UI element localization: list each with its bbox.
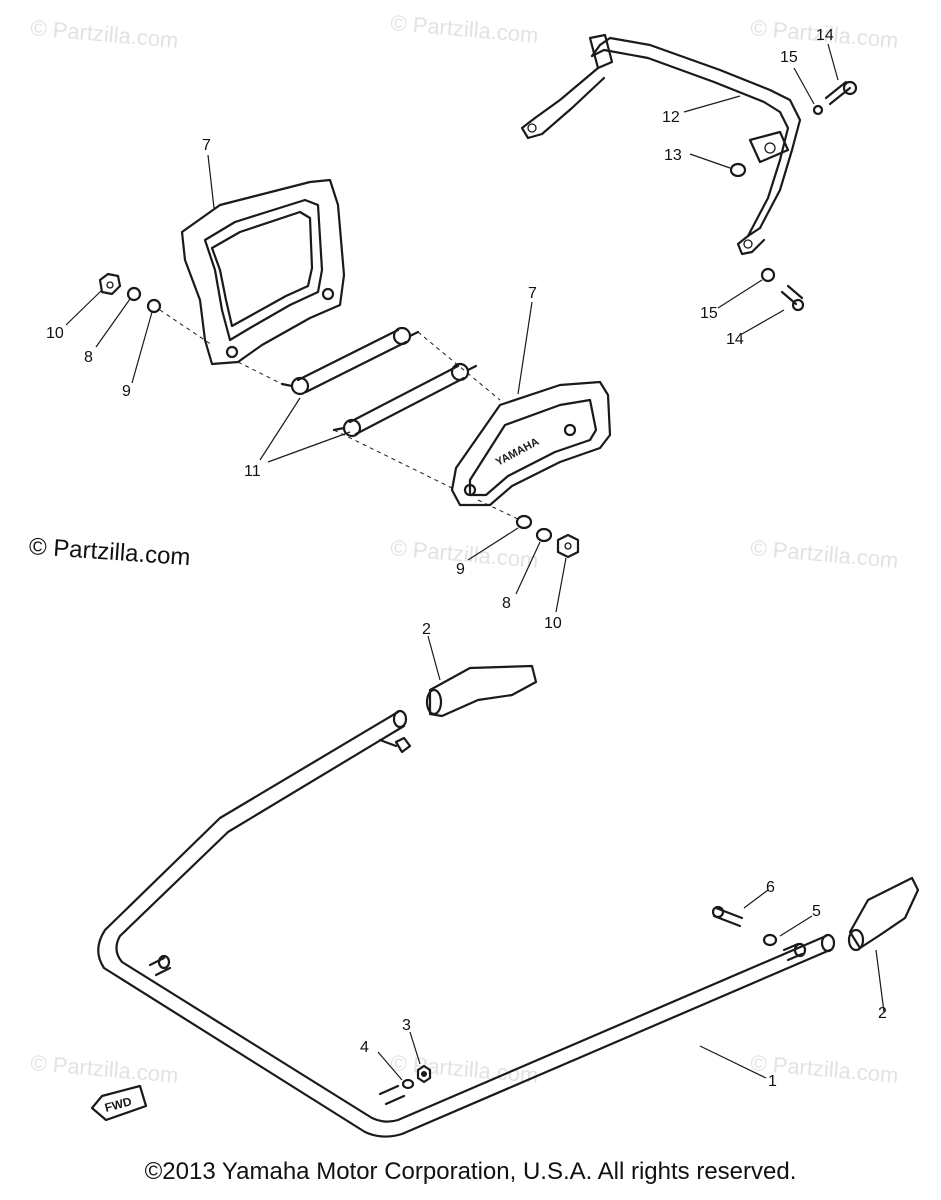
- callout-3: 3: [402, 1017, 411, 1034]
- callout-numbers: 7 7 10 8 9 11 9 8 10 12 13 15 14 15 14 2…: [46, 27, 887, 1090]
- callout-7-lower: 7: [528, 285, 537, 302]
- stud-rods-part-11: [280, 326, 478, 438]
- grip-part-2-lower: [847, 876, 920, 952]
- washer-part-4: [401, 1078, 415, 1090]
- faint-watermark: © Partzilla.com: [390, 10, 540, 48]
- faint-watermark: © Partzilla.com: [30, 15, 180, 53]
- main-frame-part-1: [97, 709, 836, 1138]
- assembly-dashed-lines: [159, 309, 521, 521]
- callout-14-upper: 14: [816, 27, 834, 44]
- callout-1: 1: [768, 1073, 777, 1090]
- bolt-part-14-lower: [760, 267, 805, 312]
- nut-washer-set-right: [515, 514, 580, 559]
- mount-bracket-part-7-lower: YAMAHA: [450, 380, 612, 507]
- grip-part-2-upper: [425, 664, 538, 718]
- fwd-label: FWD: [103, 1094, 133, 1115]
- copyright-notice: ©2013 Yamaha Motor Corporation, U.S.A. A…: [144, 1158, 797, 1185]
- nut-washer-set-left: [98, 272, 162, 314]
- nut-part-3: [416, 1064, 432, 1084]
- callout-13: 13: [664, 147, 682, 164]
- callout-14-lower: 14: [726, 331, 744, 348]
- callout-2-lower: 2: [878, 1005, 887, 1022]
- callout-11: 11: [244, 463, 261, 480]
- callout-15-upper: 15: [780, 49, 798, 66]
- callout-15-lower: 15: [700, 305, 718, 322]
- bolt-part-6: [711, 905, 744, 928]
- callout-5: 5: [812, 903, 821, 920]
- leader-lines: [65, 43, 885, 1081]
- callout-8-left: 8: [84, 349, 93, 366]
- callout-9-left: 9: [122, 383, 131, 400]
- callout-7-upper: 7: [202, 137, 211, 154]
- callout-8-right: 8: [502, 595, 511, 612]
- callout-4: 4: [360, 1039, 369, 1056]
- callout-2-upper: 2: [422, 621, 431, 638]
- callout-6: 6: [766, 879, 775, 896]
- mount-bracket-part-7-upper: [180, 178, 346, 366]
- handle-bar-part-12: [520, 33, 802, 256]
- faint-watermark: © Partzilla.com: [750, 535, 900, 573]
- callout-12: 12: [662, 109, 680, 126]
- callout-10-right: 10: [544, 615, 562, 632]
- washer-part-5: [762, 933, 778, 947]
- callout-10-left: 10: [46, 325, 64, 342]
- forward-direction-arrow: FWD: [90, 1084, 148, 1122]
- bolt-part-14-upper: [812, 80, 858, 116]
- faint-watermark: © Partzilla.com: [30, 1050, 180, 1088]
- callout-9-right: 9: [456, 561, 465, 578]
- bushing-part-13: [729, 162, 747, 178]
